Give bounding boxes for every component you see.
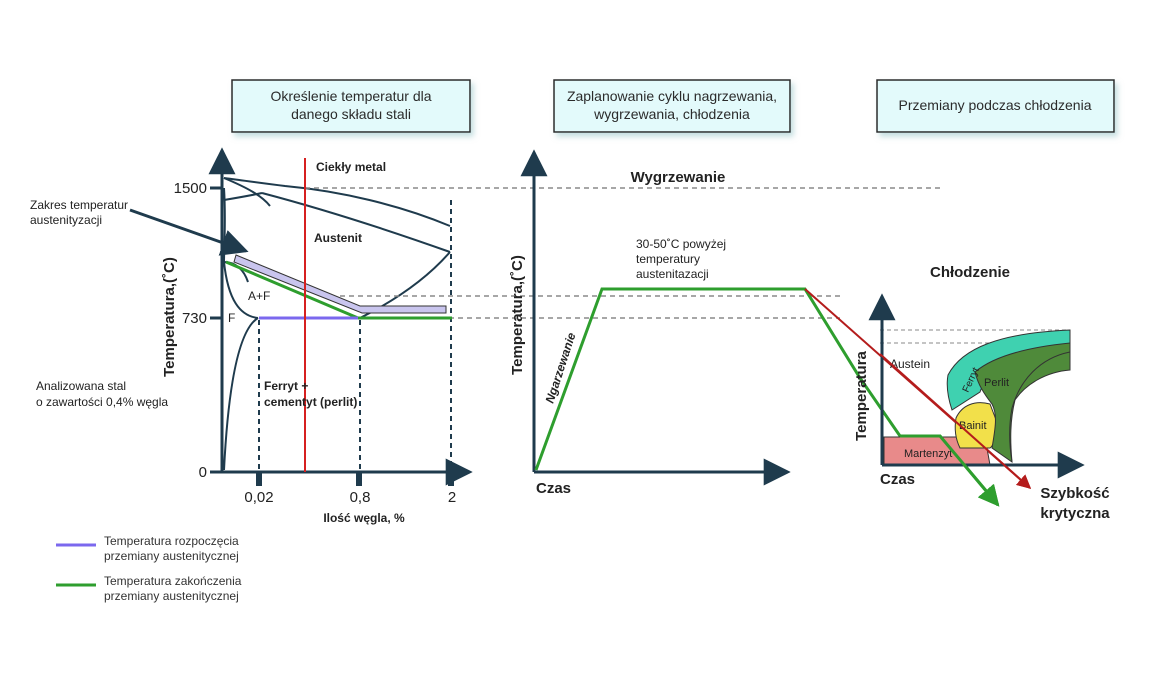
cooling-ylabel: Temperatura [853, 350, 870, 440]
annotation-steel-line-1: Analizowana stal [36, 379, 126, 393]
legend-end-line-1: Temperatura zakończenia [104, 574, 242, 588]
phase-xlabel: Ilość węgla, % [323, 511, 405, 525]
phase-ytick-0: 0 [199, 464, 207, 481]
region-pearlite-line-2: cementyt (perlit) [264, 395, 357, 409]
cooling-title: Chłodzenie [930, 264, 1010, 281]
cycle-note-line-3: austenitazacji [636, 267, 709, 281]
zone-pearlite [974, 342, 1071, 464]
critical-rate-line-2: krytyczna [1040, 505, 1110, 522]
header-box-2-line-1: Zaplanowanie cyklu nagrzewania, [567, 88, 777, 104]
cycle-note-line-1: 30-50˚C powyżej [636, 237, 726, 251]
phase-xtick-08: 0,8 [350, 489, 371, 506]
critical-rate-line-1: Szybkość [1040, 485, 1109, 502]
cooling-xlabel: Czas [880, 471, 915, 488]
header-box-1-line-1: Określenie temperatur dla [270, 88, 431, 104]
legend: Temperatura rozpoczęcia przemiany austen… [56, 534, 242, 603]
cycle-path-overlay [900, 434, 1000, 507]
phase-boundaries [223, 177, 451, 471]
annotation-range-line-2: austenityzacji [30, 213, 102, 227]
legend-end-line-2: przemiany austenitycznej [104, 589, 239, 603]
region-a-plus-f: A+F [248, 289, 270, 303]
region-liquid: Ciekły metal [316, 160, 386, 174]
critical-rate-overlay [879, 353, 1032, 489]
phase-ytick-730: 730 [182, 310, 207, 327]
cooling-diagram: Chłodzenie Temperatura Czas Austein Ferr… [853, 264, 1110, 522]
phase-xtick-002: 0,02 [244, 489, 273, 506]
annotation-range-arrow [129, 208, 249, 256]
label-martensite: Martenzyt [904, 448, 952, 460]
label-pearlite: Perlit [984, 377, 1009, 389]
header-box-3-line-1: Przemiany podczas chłodzenia [899, 97, 1092, 113]
header-box-3: Przemiany podczas chłodzenia [876, 79, 1115, 133]
legend-start-line-1: Temperatura rozpoczęcia [104, 534, 239, 548]
region-ferrite: F [228, 311, 235, 325]
label-austenite: Austein [890, 357, 930, 371]
header-box-2: Zaplanowanie cyklu nagrzewania, wygrzewa… [553, 79, 791, 133]
cycle-note-line-2: temperatury [636, 252, 700, 266]
cycle-soak-label: Wygrzewanie [631, 169, 726, 186]
region-austenite: Austenit [314, 231, 362, 245]
header-box-2-line-2: wygrzewania, chłodzenia [593, 106, 750, 122]
cycle-xlabel: Czas [536, 480, 571, 497]
austenitization-band [233, 254, 447, 314]
annotation-range-line-1: Zakres temperatur [30, 198, 128, 212]
region-pearlite-line-1: Ferryt + [264, 379, 308, 393]
legend-start-line-2: przemiany austenitycznej [104, 549, 239, 563]
phase-ylabel: Temperatura,(˚C) [161, 257, 178, 377]
phase-xtick-2: 2 [448, 489, 456, 506]
label-bainite: Bainit [959, 420, 987, 432]
annotation-steel-line-2: o zawartości 0,4% węgla [36, 395, 168, 409]
header-box-1-line-2: danego składu stali [291, 106, 411, 122]
phase-ytick-1500: 1500 [174, 180, 207, 197]
cycle-ylabel: Temperatura,(˚C) [509, 255, 526, 375]
header-box-1: Określenie temperatur dla danego składu … [231, 79, 471, 133]
phase-diagram: 1500 730 0 0,02 0,8 2 Ilość węgla, % Tem… [30, 147, 940, 525]
